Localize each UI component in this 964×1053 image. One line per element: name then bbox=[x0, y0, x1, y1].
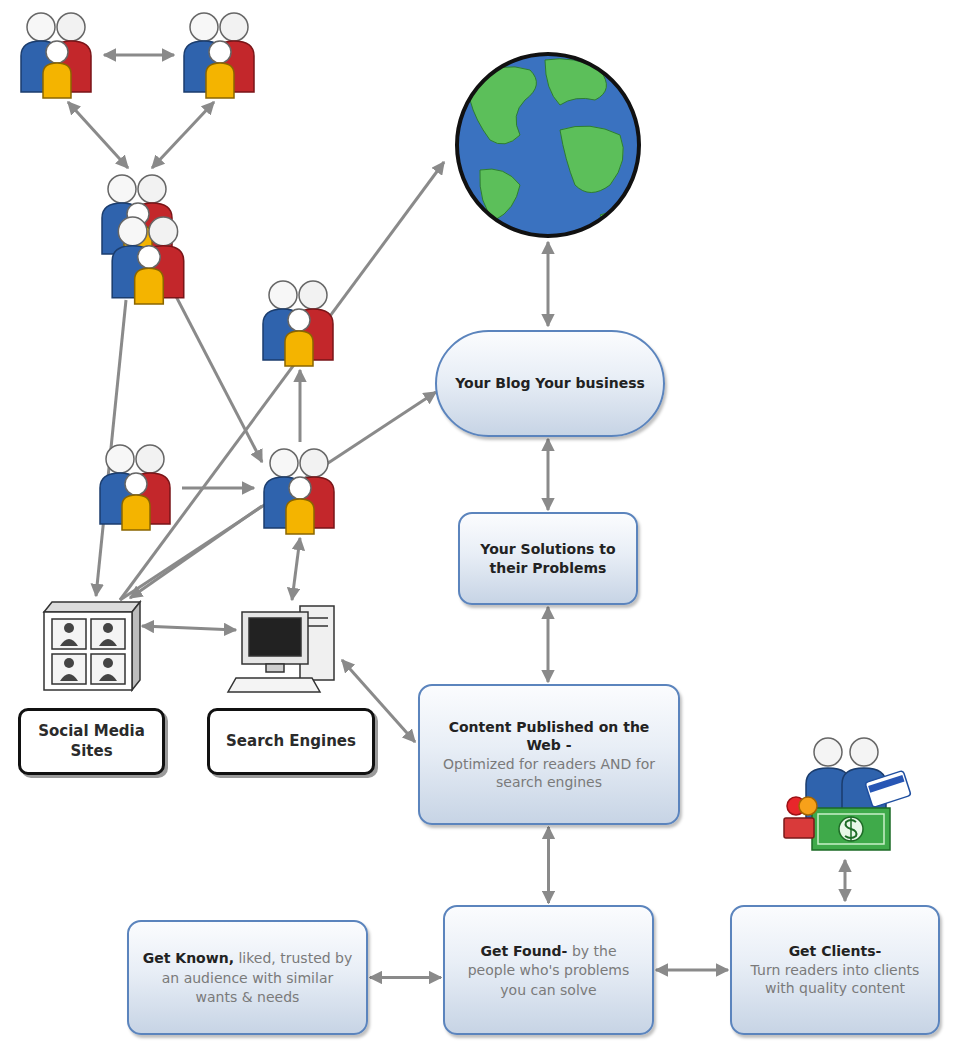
client-money-icon bbox=[784, 738, 911, 850]
node-body: Optimized for readers AND for search eng… bbox=[430, 755, 668, 792]
connector-arrow bbox=[547, 439, 550, 510]
node-title: Your Solutions to their Problems bbox=[470, 540, 626, 577]
text-wrap: Your Blog Your business bbox=[447, 374, 653, 392]
node-body: Turn readers into clients with quality c… bbox=[742, 961, 928, 998]
link-lines bbox=[68, 55, 845, 901]
globe-icon bbox=[457, 54, 640, 240]
people-icon bbox=[263, 281, 333, 366]
people-icon bbox=[100, 445, 170, 530]
process-box: Get Clients-Turn readers into clients wi… bbox=[730, 905, 940, 1035]
blog-box: Your Blog Your business bbox=[435, 330, 665, 437]
text-wrap: Social Media Sites bbox=[29, 722, 154, 762]
social-media-icon bbox=[44, 602, 140, 690]
text-wrap: Your Solutions to their Problems bbox=[470, 540, 626, 577]
connector-arrow bbox=[370, 976, 441, 979]
process-box: Get Known,liked, trusted by an audience … bbox=[127, 920, 368, 1035]
connector-arrow bbox=[547, 827, 550, 903]
people-icon bbox=[264, 449, 334, 534]
computer-icon bbox=[228, 606, 334, 692]
text-wrap: Search Engines bbox=[218, 732, 364, 752]
connector-arrow bbox=[547, 607, 550, 682]
node-title: Content Published on the Web - bbox=[430, 718, 668, 755]
label-box: Social Media Sites bbox=[18, 708, 165, 775]
people-icon bbox=[21, 13, 91, 98]
process-box: Your Solutions to their Problems bbox=[458, 512, 638, 605]
text-wrap: Get Clients-Turn readers into clients wi… bbox=[742, 942, 928, 997]
text-wrap: Get Known,liked, trusted by an audience … bbox=[139, 948, 356, 1006]
text-wrap: Content Published on the Web -Optimized … bbox=[430, 718, 668, 792]
process-box: Get Found-by the people who's problems y… bbox=[443, 905, 654, 1035]
node-title: Your Blog Your business bbox=[447, 374, 653, 392]
text-wrap: Get Found-by the people who's problems y… bbox=[455, 941, 642, 999]
process-box: Content Published on the Web -Optimized … bbox=[418, 684, 680, 825]
people-icon bbox=[112, 217, 184, 304]
connector-arrow bbox=[656, 969, 728, 972]
node-title: Get Found- bbox=[480, 943, 567, 959]
node-title: Get Clients- bbox=[742, 942, 928, 960]
node-title: Search Engines bbox=[218, 732, 364, 752]
people-icon bbox=[184, 13, 254, 98]
node-title: Get Known, bbox=[143, 950, 234, 966]
label-box: Search Engines bbox=[207, 708, 375, 775]
node-title: Social Media Sites bbox=[29, 722, 154, 762]
